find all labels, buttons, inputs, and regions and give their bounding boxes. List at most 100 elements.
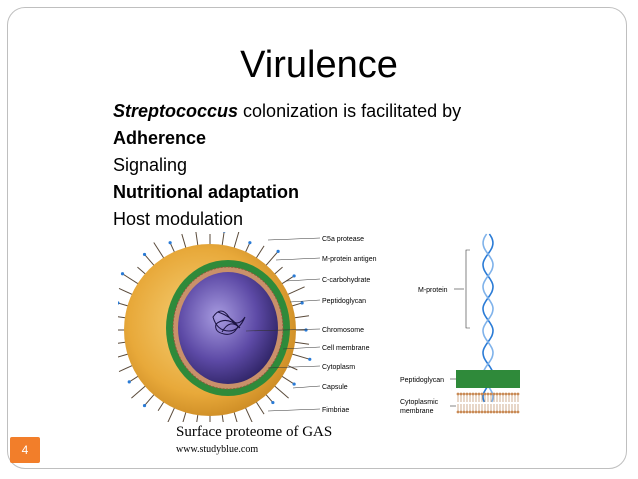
leader-lines [245, 237, 321, 412]
m-protein-diagram: M-protein Peptidoglycan Cytoplasmic memb… [398, 232, 523, 422]
fimbria-spike [254, 400, 265, 415]
lipid-head [477, 410, 481, 414]
bullet-line-1-text: colonization is facilitated by [238, 101, 462, 121]
chromosome-shape [212, 310, 246, 335]
label-membrane: membrane [400, 408, 434, 415]
peptidoglycan-layer [456, 370, 520, 388]
lipid-head [498, 410, 502, 414]
bullet-adherence: Adherence [113, 128, 207, 148]
fimbria-spike [293, 315, 310, 319]
m-protein-tip [120, 272, 125, 276]
lipid-head [462, 410, 466, 414]
fimbria-spike [157, 400, 166, 412]
lipid-head [504, 410, 508, 414]
lipid-head [465, 392, 469, 396]
bullet-signaling: Signaling [113, 155, 188, 175]
lipid-head [456, 392, 460, 396]
lipid-head [474, 410, 478, 414]
lipid-head [462, 392, 466, 396]
lipid-head [501, 410, 505, 414]
m-protein-tip [292, 382, 296, 386]
brackets [450, 249, 470, 407]
lipid-head [513, 392, 517, 396]
fimbria-spike [280, 275, 295, 286]
lipid-head [468, 410, 472, 414]
lipid-head [471, 392, 475, 396]
lipid-head [516, 392, 520, 396]
fimbria-spike [221, 413, 224, 422]
leader-line [267, 237, 321, 241]
leader-line [267, 408, 321, 412]
m-protein-tip [222, 232, 226, 233]
lipid-head [495, 392, 499, 396]
fimbria-spike [153, 242, 166, 260]
m-protein-tip [248, 241, 252, 245]
lipid-head [486, 410, 490, 414]
fimbria-spike [128, 374, 140, 383]
lipid-head [459, 410, 463, 414]
fimbria-spike [122, 273, 140, 286]
lipid-head [516, 410, 520, 414]
lipid-head [507, 410, 511, 414]
lipid-head [468, 392, 472, 396]
m-protein-tip [142, 403, 147, 408]
fimbria-spike [118, 364, 134, 372]
m-protein-tip [127, 380, 131, 384]
leader-line [282, 346, 321, 350]
slide-number-badge: 4 [10, 437, 40, 463]
fimbria-spike [195, 232, 199, 247]
m-protein-tip [308, 357, 312, 361]
fimbria-spike [244, 406, 253, 422]
label-peptidoglycan: Peptidoglycan [322, 298, 366, 305]
right-labels: M-protein Peptidoglycan Cytoplasmic memb… [400, 287, 448, 415]
fimbria-spike [221, 232, 225, 247]
lipid-head [474, 392, 478, 396]
fimbria-spike [131, 384, 147, 399]
m-protein-tip [168, 241, 172, 245]
lipid-head [489, 392, 493, 396]
label-peptidoglycan-right: Peptidoglycan [400, 377, 444, 384]
fimbria-spike [144, 393, 156, 406]
bullet-list: Streptococcus colonization is facilitate… [113, 98, 461, 233]
m-protein-tip [300, 301, 304, 305]
fimbria-spike [181, 233, 187, 250]
lipid-head [483, 392, 487, 396]
label-cytoplasmic: Cytoplasmic [400, 399, 439, 406]
m-protein-tip [271, 400, 275, 405]
lipid-head [477, 392, 481, 396]
m-protein-tip [276, 249, 280, 254]
lipid-head [492, 392, 496, 396]
lipid-head [483, 410, 487, 414]
lipid-head [507, 392, 511, 396]
lipid-head [498, 392, 502, 396]
fimbria-spike [286, 364, 298, 371]
leader-line [275, 257, 321, 261]
bullet-host-modulation: Host modulation [113, 209, 244, 229]
figure-labels: C5a protease M-protein antigen C-carbohy… [322, 236, 377, 414]
lipid-head [480, 410, 484, 414]
lipid-head [501, 392, 505, 396]
cytoplasm-shape [178, 272, 278, 384]
label-m-protein: M-protein [418, 287, 448, 294]
lipid-head [480, 392, 484, 396]
lipid-head [492, 410, 496, 414]
figure-caption: Surface proteome of GAS [176, 424, 333, 440]
fimbria-spike [273, 266, 283, 276]
genus-name: Streptococcus [113, 101, 239, 121]
lipid-head [510, 392, 514, 396]
lipid-head [471, 410, 475, 414]
lipid-head [465, 410, 469, 414]
leader-line [292, 385, 321, 389]
bacterium-diagram: C5a protease M-protein antigen C-carbohy… [118, 232, 400, 422]
lipid-head [489, 410, 493, 414]
lipid-head [504, 392, 508, 396]
bullet-line-1: Streptococcus colonization is facilitate… [113, 98, 461, 125]
fimbria-spike [264, 251, 279, 267]
fimbria-spike [118, 353, 130, 358]
lipid-head [456, 410, 460, 414]
fimbria-spike [167, 406, 176, 422]
lipid-head [495, 410, 499, 414]
fimbria-spike [273, 384, 289, 399]
fimbria-spike [293, 341, 310, 345]
m-protein-tip [118, 301, 120, 305]
